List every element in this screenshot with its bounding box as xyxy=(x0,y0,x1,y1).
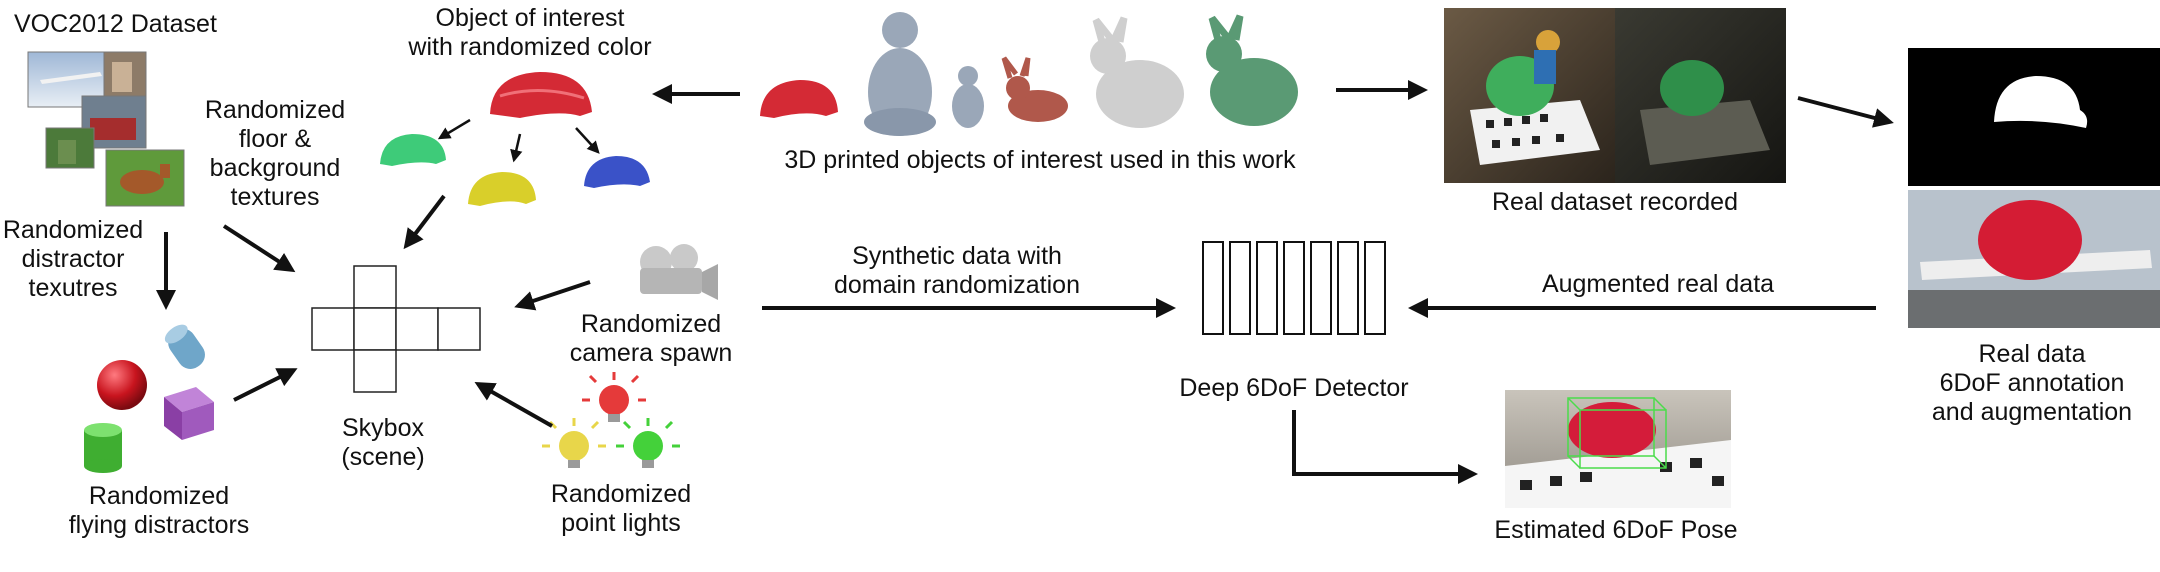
randomized-flying-distractors-label: Randomized flying distractors xyxy=(68,482,250,539)
printed-objects-label: 3D printed objects of interest used in t… xyxy=(784,146,1296,174)
arrow-detector-to-pose xyxy=(1292,410,1478,484)
real-dataset-label: Real dataset recorded xyxy=(1492,188,1738,216)
arrow-object-to-yellow xyxy=(510,133,523,163)
real-dataset-photos xyxy=(1444,8,1786,183)
arrow-real-to-annotation xyxy=(1797,96,1894,128)
light-bulb-red-icon xyxy=(582,372,646,422)
arrow-lights-to-skybox xyxy=(474,382,553,428)
real-data-annotation-label: Real data 6DoF annotation and augmentati… xyxy=(1931,340,2133,426)
arrow-distractors-to-skybox xyxy=(233,368,298,402)
synthetic-data-label: Synthetic data with domain randomization xyxy=(834,242,1080,299)
flow-arrows xyxy=(156,80,1894,484)
arrow-object-to-green xyxy=(437,118,471,140)
voc-dataset-label: VOC2012 Dataset xyxy=(14,10,217,38)
arrow-object-to-blue xyxy=(575,127,600,154)
randomized-floor-label: Randomized floor & background textures xyxy=(204,96,346,211)
printed-objects-row xyxy=(760,12,1298,136)
skybox-label: Skybox (scene) xyxy=(341,414,425,471)
annotation-images xyxy=(1908,48,2160,328)
red-sphere xyxy=(97,360,147,410)
camera-icon xyxy=(640,244,718,300)
estimated-pose-photo xyxy=(1505,390,1731,508)
randomized-lights-label: Randomized point lights xyxy=(550,480,692,537)
printed-large-gray-squirrel xyxy=(864,12,936,136)
voc-image-collage xyxy=(27,51,185,207)
printed-green-bunny xyxy=(1206,14,1298,126)
object-variant-green xyxy=(380,134,446,166)
deep-detector-layers xyxy=(1202,241,1386,335)
skybox-cross xyxy=(311,265,481,393)
deep-detector-label: Deep 6DoF Detector xyxy=(1179,374,1409,402)
augmented-real-label: Augmented real data xyxy=(1541,270,1775,298)
printed-white-bunny xyxy=(1090,16,1184,128)
object-variant-yellow xyxy=(468,172,536,206)
green-cylinder xyxy=(84,423,122,473)
randomized-distractor-textures-label: Randomized distractor texutres xyxy=(2,216,144,302)
object-variant-blue xyxy=(584,156,650,188)
flying-distractors xyxy=(84,324,214,473)
arrow-variants-to-skybox xyxy=(403,194,446,250)
object-of-interest-label: Object of interest with randomized color xyxy=(408,4,652,61)
printed-brown-bunny xyxy=(1001,56,1068,122)
purple-cube xyxy=(164,387,214,440)
arrow-textures-to-skybox xyxy=(222,224,296,273)
light-bulb-green-icon xyxy=(616,418,680,468)
light-bulb-yellow-icon xyxy=(542,418,606,468)
blue-capsule xyxy=(164,324,205,369)
arrow-camera-to-skybox xyxy=(514,280,591,311)
randomized-camera-label: Randomized camera spawn xyxy=(569,310,733,367)
estimated-pose-label: Estimated 6DoF Pose xyxy=(1494,516,1738,544)
printed-red-object xyxy=(760,80,838,118)
object-of-interest-red xyxy=(490,72,592,118)
printed-small-gray-squirrel xyxy=(952,66,984,128)
